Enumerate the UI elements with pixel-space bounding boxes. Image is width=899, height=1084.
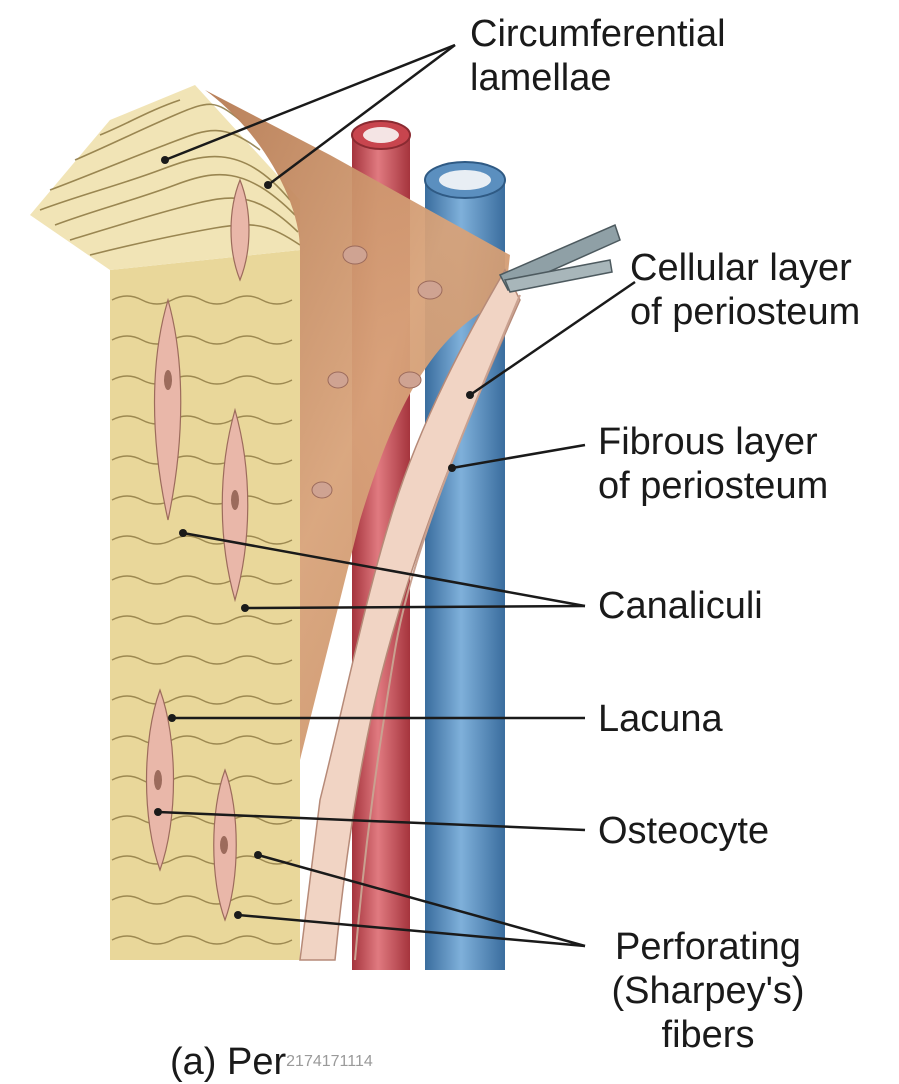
figure-caption: (a) Per2174171114 [170, 1040, 373, 1084]
label-fibrous-layer-line1: Fibrous layer [598, 420, 828, 464]
label-cellular-layer-line2: of periosteum [630, 290, 860, 334]
label-perforating-fibers-line2: (Sharpey's) [598, 969, 818, 1013]
label-fibrous-layer-line2: of periosteum [598, 464, 828, 508]
figure-caption-text: (a) Per [170, 1041, 286, 1083]
label-canaliculi: Canaliculi [598, 584, 763, 628]
label-canaliculi-text: Canaliculi [598, 584, 763, 628]
label-circumferential-lamellae-line2: lamellae [470, 56, 726, 100]
label-lacuna: Lacuna [598, 697, 723, 741]
label-cellular-layer: Cellular layer of periosteum [630, 246, 860, 334]
watermark-text: 2174171114 [286, 1053, 373, 1070]
label-cellular-layer-line1: Cellular layer [630, 246, 860, 290]
label-osteocyte-text: Osteocyte [598, 809, 769, 853]
label-circumferential-lamellae-line1: Circumferential [470, 12, 726, 56]
compact-bone [30, 85, 300, 960]
label-perforating-fibers-line3: fibers [598, 1013, 818, 1057]
forceps [500, 225, 620, 292]
label-lacuna-text: Lacuna [598, 697, 723, 741]
label-fibrous-layer: Fibrous layer of periosteum [598, 420, 828, 508]
label-perforating-fibers-line1: Perforating [598, 925, 818, 969]
label-circumferential-lamellae: Circumferential lamellae [470, 12, 726, 100]
label-perforating-fibers: Perforating (Sharpey's) fibers [598, 925, 818, 1057]
label-osteocyte: Osteocyte [598, 809, 769, 853]
